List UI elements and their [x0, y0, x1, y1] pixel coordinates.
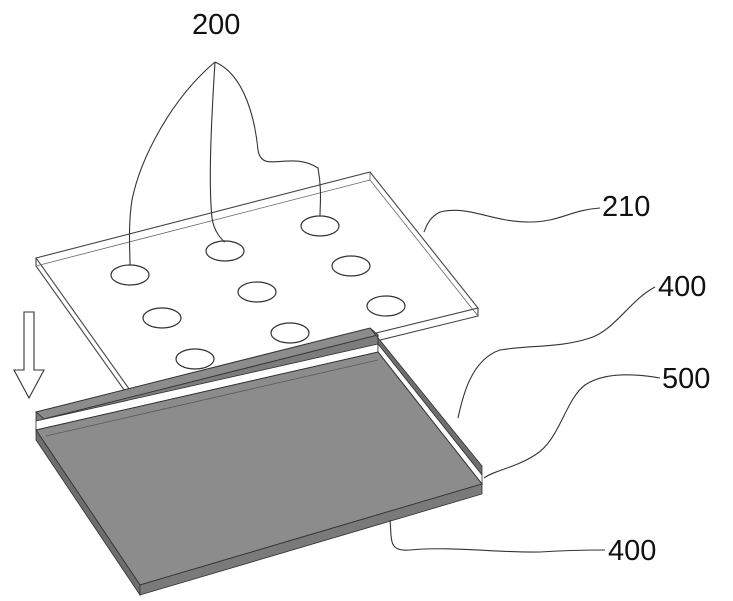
perforation: [331, 255, 371, 277]
label-500: 500: [662, 363, 710, 395]
label-210: 210: [602, 191, 650, 223]
leader-200-a: [128, 61, 216, 266]
leader-200-b: [209, 61, 226, 243]
perforation: [366, 295, 406, 317]
bottom-layer-right: [139, 483, 483, 596]
perforations: [110, 215, 406, 370]
perforation: [205, 240, 245, 262]
sheet-edge-line: [35, 179, 371, 267]
perforation: [270, 322, 310, 344]
label-200: 200: [192, 9, 240, 41]
perforation: [142, 307, 182, 329]
leader-400-upper: [457, 286, 656, 419]
label-400-bottom: 400: [608, 535, 656, 567]
label-400-upper: 400: [658, 271, 706, 303]
leader-200-c: [214, 61, 322, 217]
leader-lines: [128, 61, 661, 553]
perforation: [237, 281, 277, 303]
leader-210: [423, 207, 601, 233]
layer-stack: [34, 327, 483, 597]
perforation: [110, 264, 150, 286]
perforation: [300, 215, 340, 237]
perforation: [175, 348, 215, 370]
leader-400-bottom: [389, 519, 606, 553]
bottom-layer-inner-edge: [45, 359, 379, 437]
down-arrow-icon: [13, 311, 45, 400]
leader-500: [483, 374, 661, 479]
sheet-side-line: [369, 179, 479, 317]
